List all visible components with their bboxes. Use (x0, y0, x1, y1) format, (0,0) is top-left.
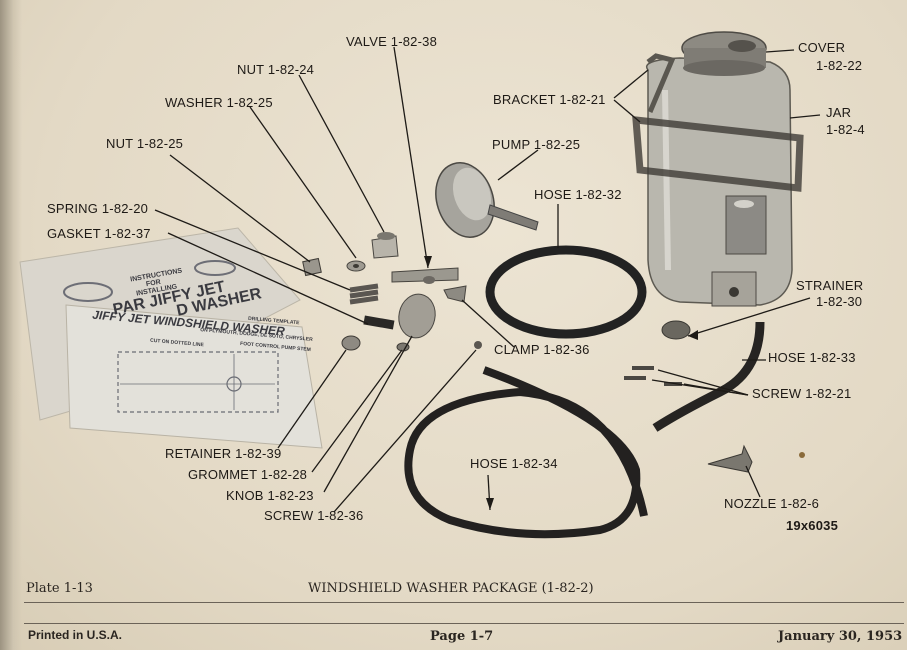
label-strainer-number: 1-82-30 (816, 294, 863, 309)
label-screw-36: SCREW 1-82-36 (264, 508, 364, 523)
label-screw-21: SCREW 1-82-21 (752, 386, 852, 401)
hose-short (652, 321, 765, 432)
label-hose-33: HOSE 1-82-33 (768, 350, 856, 365)
label-pump: PUMP 1-82-25 (492, 137, 581, 152)
label-cover-number: 1-82-22 (816, 58, 863, 73)
instruction-sheets (19, 227, 323, 449)
label-nozzle: NOZZLE 1-82-6 (724, 496, 820, 511)
label-hose-34: HOSE 1-82-34 (470, 456, 558, 471)
label-retainer: RETAINER 1-82-39 (165, 446, 282, 461)
footer-date: January 30, 1953 (778, 629, 903, 644)
label-valve: VALVE 1-82-38 (346, 34, 438, 49)
label-jar-number: 1-82-4 (826, 122, 865, 137)
label-jar: JAR (826, 105, 852, 120)
hose-long (404, 366, 648, 539)
leader-lines (154, 46, 821, 513)
stain-dot (799, 452, 805, 458)
label-gasket: GASKET 1-82-37 (47, 226, 151, 241)
label-nut-24: NUT 1-82-24 (237, 62, 315, 77)
small-parts (302, 232, 753, 473)
label-hose-32: HOSE 1-82-32 (534, 187, 622, 202)
arrowheads (424, 256, 698, 510)
plate-title: WINDSHIELD WASHER PACKAGE (1-82-2) (308, 581, 594, 596)
label-spring: SPRING 1-82-20 (47, 201, 149, 216)
label-cover: COVER (798, 40, 846, 55)
label-bracket: BRACKET 1-82-21 (493, 92, 606, 107)
label-nut-25: NUT 1-82-25 (106, 136, 184, 151)
footer-printed: Printed in U.S.A. (28, 628, 123, 642)
footer-page: Page 1-7 (430, 629, 494, 644)
footer-rule-bottom (24, 623, 904, 624)
page-binding-shadow (0, 0, 22, 650)
label-grommet: GROMMET 1-82-28 (188, 467, 308, 482)
label-knob: KNOB 1-82-23 (226, 488, 314, 503)
pump-part (435, 162, 539, 238)
hose-coil (485, 245, 647, 339)
plate-number: Plate 1-13 (26, 581, 93, 596)
figure-code: 19x6035 (786, 518, 839, 533)
label-strainer: STRAINER (796, 278, 864, 293)
label-clamp: CLAMP 1-82-36 (494, 342, 590, 357)
jar-assembly (632, 31, 804, 307)
label-washer: WASHER 1-82-25 (165, 95, 273, 110)
footer-rule-top (24, 602, 904, 603)
